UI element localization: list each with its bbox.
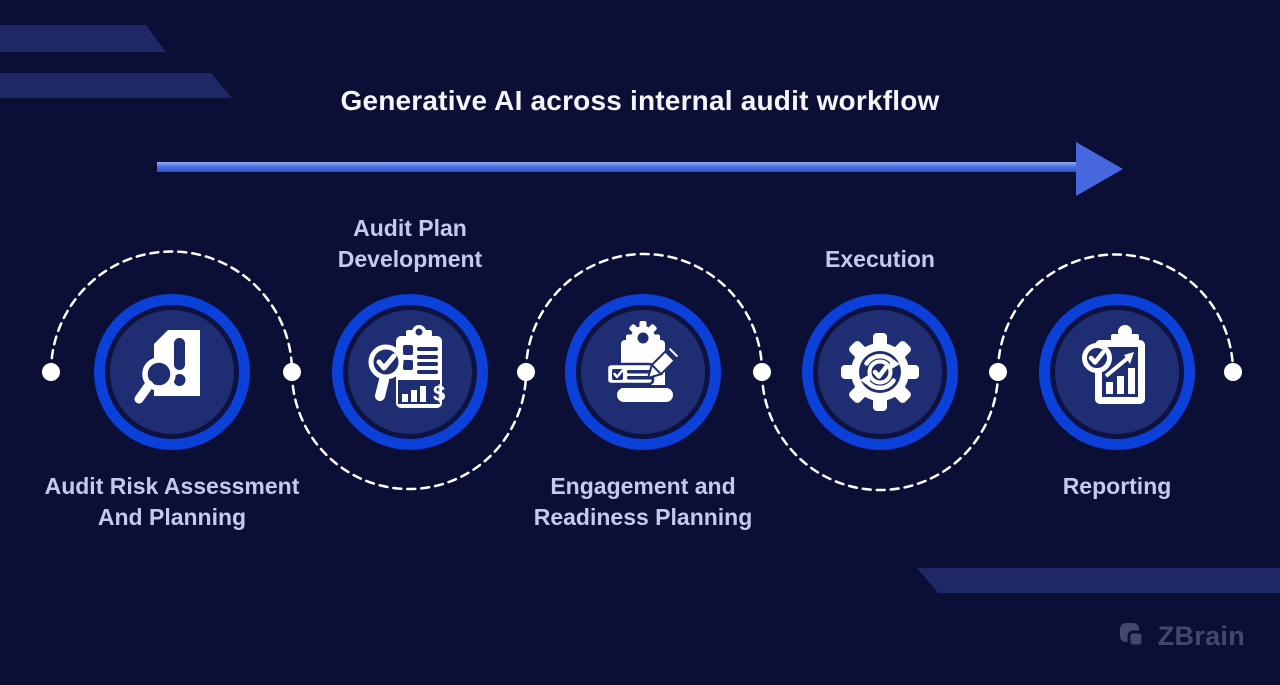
connector-dot (283, 363, 301, 381)
connector-dots (42, 363, 1242, 381)
zbrain-logo-icon (1119, 623, 1145, 648)
brand-footer: ZBrain (1119, 619, 1245, 653)
timeline-arrow (157, 142, 1123, 196)
step-label-engagement: Engagement and Readiness Planning (533, 473, 753, 530)
step-label-reporting: Reporting (1062, 473, 1172, 499)
dollar-glyph: $ (433, 381, 445, 406)
workflow-node-reporting (1039, 294, 1195, 450)
step-label-risk-assessment: Audit Risk Assessment And Planning (44, 473, 300, 530)
step-label-execution: Execution (825, 246, 935, 272)
connector-arc (290, 370, 528, 491)
connector-arc (49, 250, 294, 374)
arrow-head-icon (1076, 142, 1123, 196)
workflow-node-execution (802, 294, 958, 450)
connector-dot (1224, 363, 1242, 381)
connector-arc (996, 253, 1235, 374)
gear-sync-check-icon (841, 333, 919, 411)
connector-dot (517, 363, 535, 381)
workflow-node-engagement (565, 294, 721, 450)
connector-arc (760, 370, 1000, 492)
decorative-stripe-top-2 (0, 73, 232, 98)
decorative-stripe-top-1 (0, 25, 166, 52)
decorative-stripe-bottom (917, 568, 1280, 593)
clipboard-growth-chart-icon (1082, 325, 1145, 404)
connector-arc (524, 252, 764, 374)
document-risk-magnifier-icon (134, 330, 200, 404)
workflow-node-audit-plan: $ (332, 294, 488, 450)
connector-dot (753, 363, 771, 381)
clipboard-checklist-chart-icon: $ (368, 325, 445, 408)
step-label-audit-plan: Audit Plan Development (337, 215, 483, 272)
brand-name: ZBrain (1157, 620, 1245, 651)
arrow-shaft (157, 162, 1078, 172)
connector-dot (989, 363, 1007, 381)
connector-wave (49, 250, 1235, 492)
workflow-node-risk-assessment (94, 294, 250, 450)
document-gear-pencil-icon (605, 321, 681, 402)
page-title: Generative AI across internal audit work… (340, 85, 940, 116)
connector-dot (42, 363, 60, 381)
